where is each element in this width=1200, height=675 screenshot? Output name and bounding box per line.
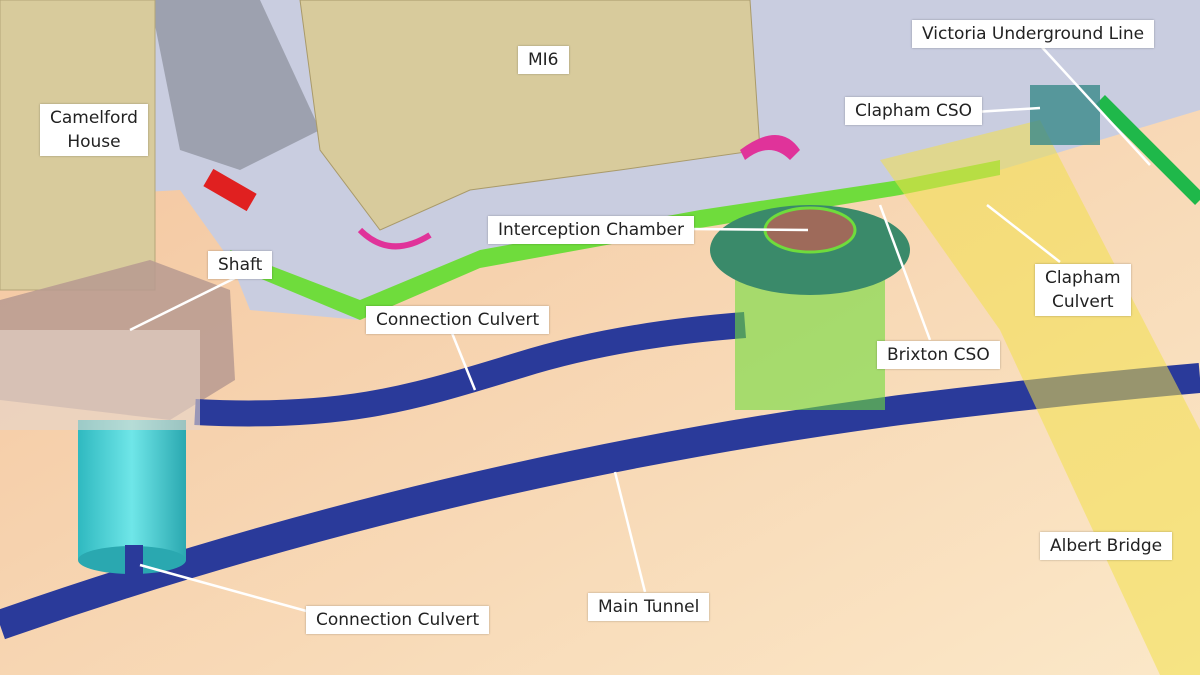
interception-chamber-structure bbox=[710, 205, 910, 410]
label-camelford-house: Camelford House bbox=[40, 104, 148, 156]
label-connection-culvert-bottom: Connection Culvert bbox=[306, 606, 490, 634]
label-clapham-culvert: Clapham Culvert bbox=[1035, 264, 1131, 316]
magenta-edge bbox=[740, 135, 800, 160]
leader-arrows bbox=[129, 44, 1151, 614]
shaft-cylinder bbox=[0, 330, 200, 580]
label-clapham-cso: Clapham CSO bbox=[845, 97, 982, 125]
label-main-tunnel: Main Tunnel bbox=[588, 593, 710, 621]
label-interception-chamber: Interception Chamber bbox=[488, 216, 694, 244]
label-albert-bridge: Albert Bridge bbox=[1040, 532, 1173, 560]
mi6-building bbox=[299, 0, 761, 231]
magenta-edge bbox=[357, 227, 432, 250]
connection-culvert-top-pipe bbox=[194, 312, 746, 427]
road bbox=[150, 0, 320, 170]
label-mi6: MI6 bbox=[518, 46, 569, 74]
label-shaft: Shaft bbox=[208, 251, 273, 279]
label-connection-culvert-top: Connection Culvert bbox=[366, 306, 550, 334]
red-structure bbox=[203, 168, 257, 212]
clapham-cso-structure bbox=[1030, 85, 1100, 145]
label-brixton-cso: Brixton CSO bbox=[877, 341, 1000, 369]
label-victoria-underground-line: Victoria Underground Line bbox=[912, 20, 1155, 48]
victoria-line-tunnel bbox=[1095, 95, 1200, 205]
